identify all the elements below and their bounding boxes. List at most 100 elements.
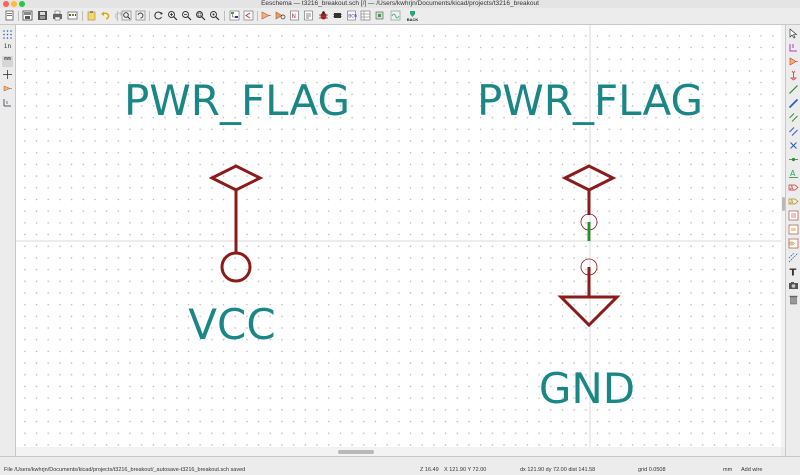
import-sheet-pin-icon[interactable] [788,224,799,235]
redo-icon [114,11,123,20]
print-button[interactable] [52,10,63,21]
units-mm-label: mm [4,56,11,62]
zoom-out-icon [182,11,192,21]
library-editor-button[interactable] [261,10,272,21]
add-bus-icon[interactable] [788,98,799,109]
page-settings-button[interactable] [22,10,33,21]
erc-button[interactable] [318,10,329,21]
units-inches-button[interactable]: in [2,43,13,54]
library-editor-icon [261,11,271,20]
status-cursor-xy: X 121.90 Y 72.00 [444,467,487,473]
annotate-button[interactable] [303,10,314,21]
pwr-flag-symbol-left[interactable] [208,164,264,253]
redo-button[interactable] [113,10,124,21]
zoom-in-button[interactable] [167,10,178,21]
svg-text:A: A [790,199,794,205]
delete-icon[interactable] [788,294,799,305]
zoom-selection-icon [210,11,220,21]
cursor-shape-icon[interactable] [2,69,13,80]
add-wire-icon[interactable] [788,84,799,95]
gnd-symbol[interactable] [557,267,621,328]
horizontal-scroll-thumb[interactable] [338,450,374,454]
find-icon [121,10,132,21]
cvpcb-icon [333,13,342,18]
plot-icon [67,11,78,20]
refresh-icon [154,11,163,20]
wire-direction-icon[interactable] [2,97,13,108]
add-sheet-pin-icon[interactable] [788,238,799,249]
new-schematic-button[interactable] [4,10,15,21]
schematic-canvas[interactable]: PWR_FLAG PWR_FLAG VCC GND [16,25,781,447]
pwr-flag-symbol-right[interactable] [561,164,617,215]
refresh-button[interactable] [153,10,164,21]
netlist-icon: N [290,10,299,21]
add-global-label-icon[interactable]: A [788,182,799,193]
annotate-icon [304,10,313,21]
edit-fields-button[interactable] [360,10,371,21]
select-arrow-icon[interactable] [788,28,799,39]
minimize-window-button[interactable] [11,1,17,7]
zoom-selection-button[interactable] [209,10,220,21]
simulator-button[interactable] [390,10,401,21]
highlight-net-icon[interactable] [788,42,799,53]
status-grid: grid 0.0508 [638,467,666,473]
wire-to-bus-entry-icon[interactable] [788,112,799,123]
plot-button[interactable] [67,10,78,21]
add-text-icon[interactable]: T [788,266,799,278]
new-file-icon [5,10,14,21]
undo-button[interactable] [100,10,111,21]
horizontal-scrollbar[interactable] [16,447,781,456]
no-connect-icon[interactable] [788,140,799,151]
add-power-icon[interactable] [788,70,799,81]
add-graphic-line-icon[interactable] [788,252,799,263]
back-to-pcb-button[interactable]: BACK [407,9,418,22]
schematic-drawing: PWR_FLAG PWR_FLAG VCC GND [16,25,781,447]
spreadsheet-icon [360,10,371,21]
assign-footprints-button[interactable] [332,10,343,21]
add-symbol-icon[interactable] [788,56,799,67]
status-zoom: Z 16.49 [420,467,439,473]
zoom-window-button[interactable] [19,1,25,7]
vertical-scroll-thumb[interactable] [781,197,785,211]
save-button[interactable] [37,10,48,21]
vertical-scrollbar[interactable] [781,25,785,447]
undo-icon [101,11,110,20]
grid-toggle-icon[interactable] [2,29,13,40]
left-toolbar: in mm [0,25,16,456]
bus-to-bus-entry-icon[interactable] [788,126,799,137]
back-label: BACK [406,16,419,22]
pwr-flag-label-right: PWR_FLAG [477,76,703,125]
svg-text:N: N [292,13,297,20]
find-replace-button[interactable] [135,10,146,21]
find-button[interactable] [121,10,132,21]
bom-button[interactable]: BOM [346,10,357,21]
add-hierarchical-label-icon[interactable]: A [788,196,799,207]
paste-button[interactable] [86,10,97,21]
window-title: Eeschema — t3216_breakout.sch [/] — /Use… [261,0,539,7]
status-delta: dx 121.90 dy 72.00 dist 141.58 [520,467,596,473]
vcc-symbol[interactable] [220,251,252,283]
erc-bug-icon [319,11,328,20]
hierarchy-navigator-button[interactable] [229,10,240,21]
find-replace-icon [135,10,146,21]
leave-sheet-button[interactable] [243,10,254,21]
add-net-label-icon[interactable]: A [788,168,799,179]
library-browser-button[interactable] [275,10,286,21]
hidden-pins-icon[interactable] [2,83,13,94]
add-image-icon[interactable] [788,280,799,291]
zoom-fit-button[interactable] [195,10,206,21]
status-units: mm [723,467,733,473]
library-browser-icon [275,11,286,20]
zoom-out-button[interactable] [181,10,192,21]
hierarchy-icon [229,10,240,21]
add-sheet-icon[interactable] [788,210,799,221]
close-window-button[interactable] [3,1,9,7]
rescue-button[interactable] [374,10,385,21]
add-junction-icon[interactable] [788,154,799,165]
netlist-button[interactable]: N [289,10,300,21]
units-mm-button[interactable]: mm [2,56,13,67]
svg-text:BOM: BOM [348,14,357,20]
pcbnew-icon [410,10,415,17]
gnd-label: GND [539,364,635,413]
svg-text:T: T [790,268,797,278]
